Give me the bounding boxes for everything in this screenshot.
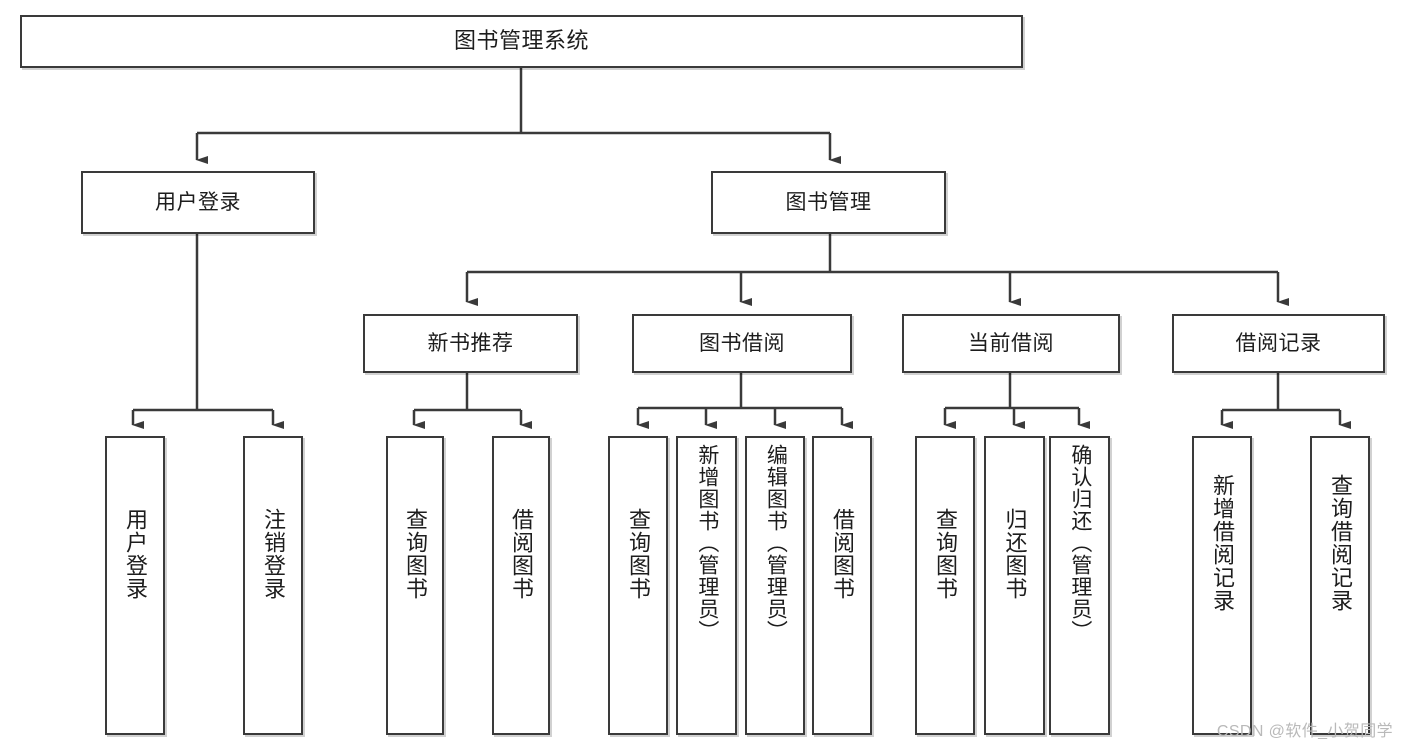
node-label: 新书推荐: [427, 331, 514, 355]
node-label: 查询图书: [625, 508, 651, 600]
node-new-book-recommend[interactable]: 新书推荐: [363, 314, 578, 373]
node-label: 用户登录: [155, 190, 241, 214]
node-book-management[interactable]: 图书管理: [711, 171, 946, 234]
node-label: 借阅图书: [829, 508, 855, 600]
node-root-system[interactable]: 图书管理系统: [20, 15, 1023, 68]
node-book-borrow[interactable]: 图书借阅: [632, 314, 852, 373]
watermark-text: CSDN @软件_小贺同学: [1216, 723, 1393, 740]
node-current-borrow[interactable]: 当前借阅: [902, 314, 1120, 373]
node-label: 新增借阅记录: [1209, 474, 1235, 612]
leaf-query-book-new[interactable]: 查询图书: [386, 436, 444, 735]
leaf-edit-book-admin[interactable]: 编辑图书（管理员）: [745, 436, 805, 735]
leaf-query-borrow-record[interactable]: 查询借阅记录: [1310, 436, 1370, 735]
node-label: 借阅记录: [1235, 331, 1322, 355]
node-label: 查询图书: [402, 508, 428, 600]
node-label: 新增图书（管理员）: [695, 444, 719, 642]
node-label: 归还图书: [1002, 508, 1028, 600]
node-label: 借阅图书: [508, 508, 534, 600]
node-borrow-record[interactable]: 借阅记录: [1172, 314, 1385, 373]
node-label: 图书借阅: [699, 331, 785, 355]
node-label: 注销登录: [260, 508, 286, 600]
node-label: 编辑图书（管理员）: [764, 444, 788, 642]
node-label: 确认归还（管理员）: [1068, 444, 1092, 642]
leaf-user-login[interactable]: 用户登录: [105, 436, 165, 735]
leaf-logout[interactable]: 注销登录: [243, 436, 303, 735]
node-label: 图书管理: [785, 190, 872, 214]
leaf-borrow-book-new[interactable]: 借阅图书: [492, 436, 550, 735]
leaf-query-book-borrow[interactable]: 查询图书: [608, 436, 668, 735]
leaf-add-borrow-record[interactable]: 新增借阅记录: [1192, 436, 1252, 735]
node-user-login[interactable]: 用户登录: [81, 171, 315, 234]
leaf-add-book-admin[interactable]: 新增图书（管理员）: [676, 436, 737, 735]
node-label: 用户登录: [122, 508, 148, 600]
node-label: 图书管理系统: [453, 28, 589, 54]
node-label: 查询图书: [932, 508, 958, 600]
leaf-confirm-return-admin[interactable]: 确认归还（管理员）: [1049, 436, 1110, 735]
node-label: 查询借阅记录: [1327, 474, 1353, 612]
node-label: 当前借阅: [968, 331, 1054, 355]
leaf-borrow-book[interactable]: 借阅图书: [812, 436, 872, 735]
leaf-return-book[interactable]: 归还图书: [984, 436, 1045, 735]
leaf-query-book-current[interactable]: 查询图书: [915, 436, 975, 735]
